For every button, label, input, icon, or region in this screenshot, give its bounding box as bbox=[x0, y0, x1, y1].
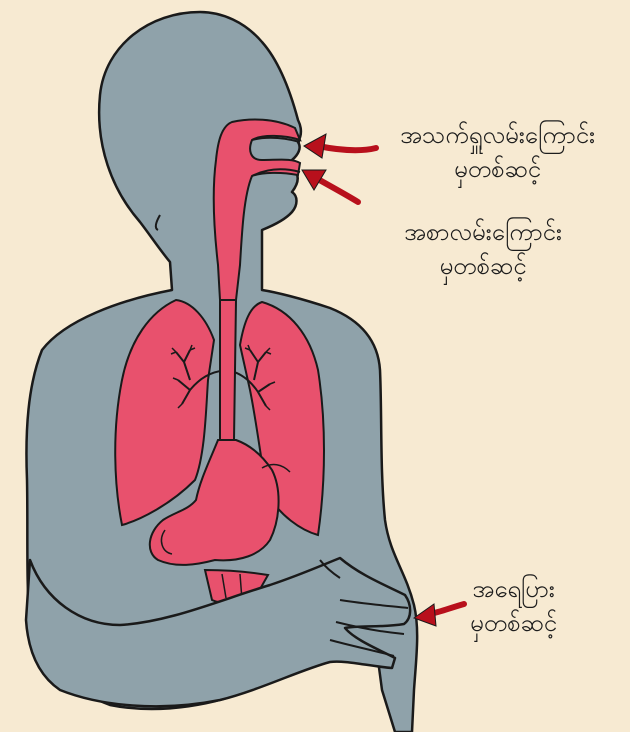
airway-route-label: အသက်ရှူလမ်းကြောင်း မှတစ်ဆင့် bbox=[400, 118, 595, 186]
skin-route-line1: အရေပြား bbox=[470, 572, 557, 606]
food-route-line2: မှတစ်ဆင့် bbox=[404, 249, 562, 283]
food-arrow bbox=[302, 170, 358, 202]
food-route-label: အစာလမ်းကြောင်း မှတစ်ဆင့် bbox=[404, 215, 562, 283]
skin-arrow bbox=[414, 604, 464, 626]
airway-route-line2: မှတစ်ဆင့် bbox=[400, 152, 595, 186]
skin-route-label: အရေပြား မှတစ်ဆင့် bbox=[470, 572, 557, 640]
food-route-line1: အစာလမ်းကြောင်း bbox=[404, 215, 562, 249]
airway-route-line1: အသက်ရှူလမ်းကြောင်း bbox=[400, 118, 595, 152]
airway-arrow bbox=[304, 134, 376, 158]
skin-route-line2: မှတစ်ဆင့် bbox=[470, 606, 557, 640]
esophagus bbox=[220, 300, 236, 440]
